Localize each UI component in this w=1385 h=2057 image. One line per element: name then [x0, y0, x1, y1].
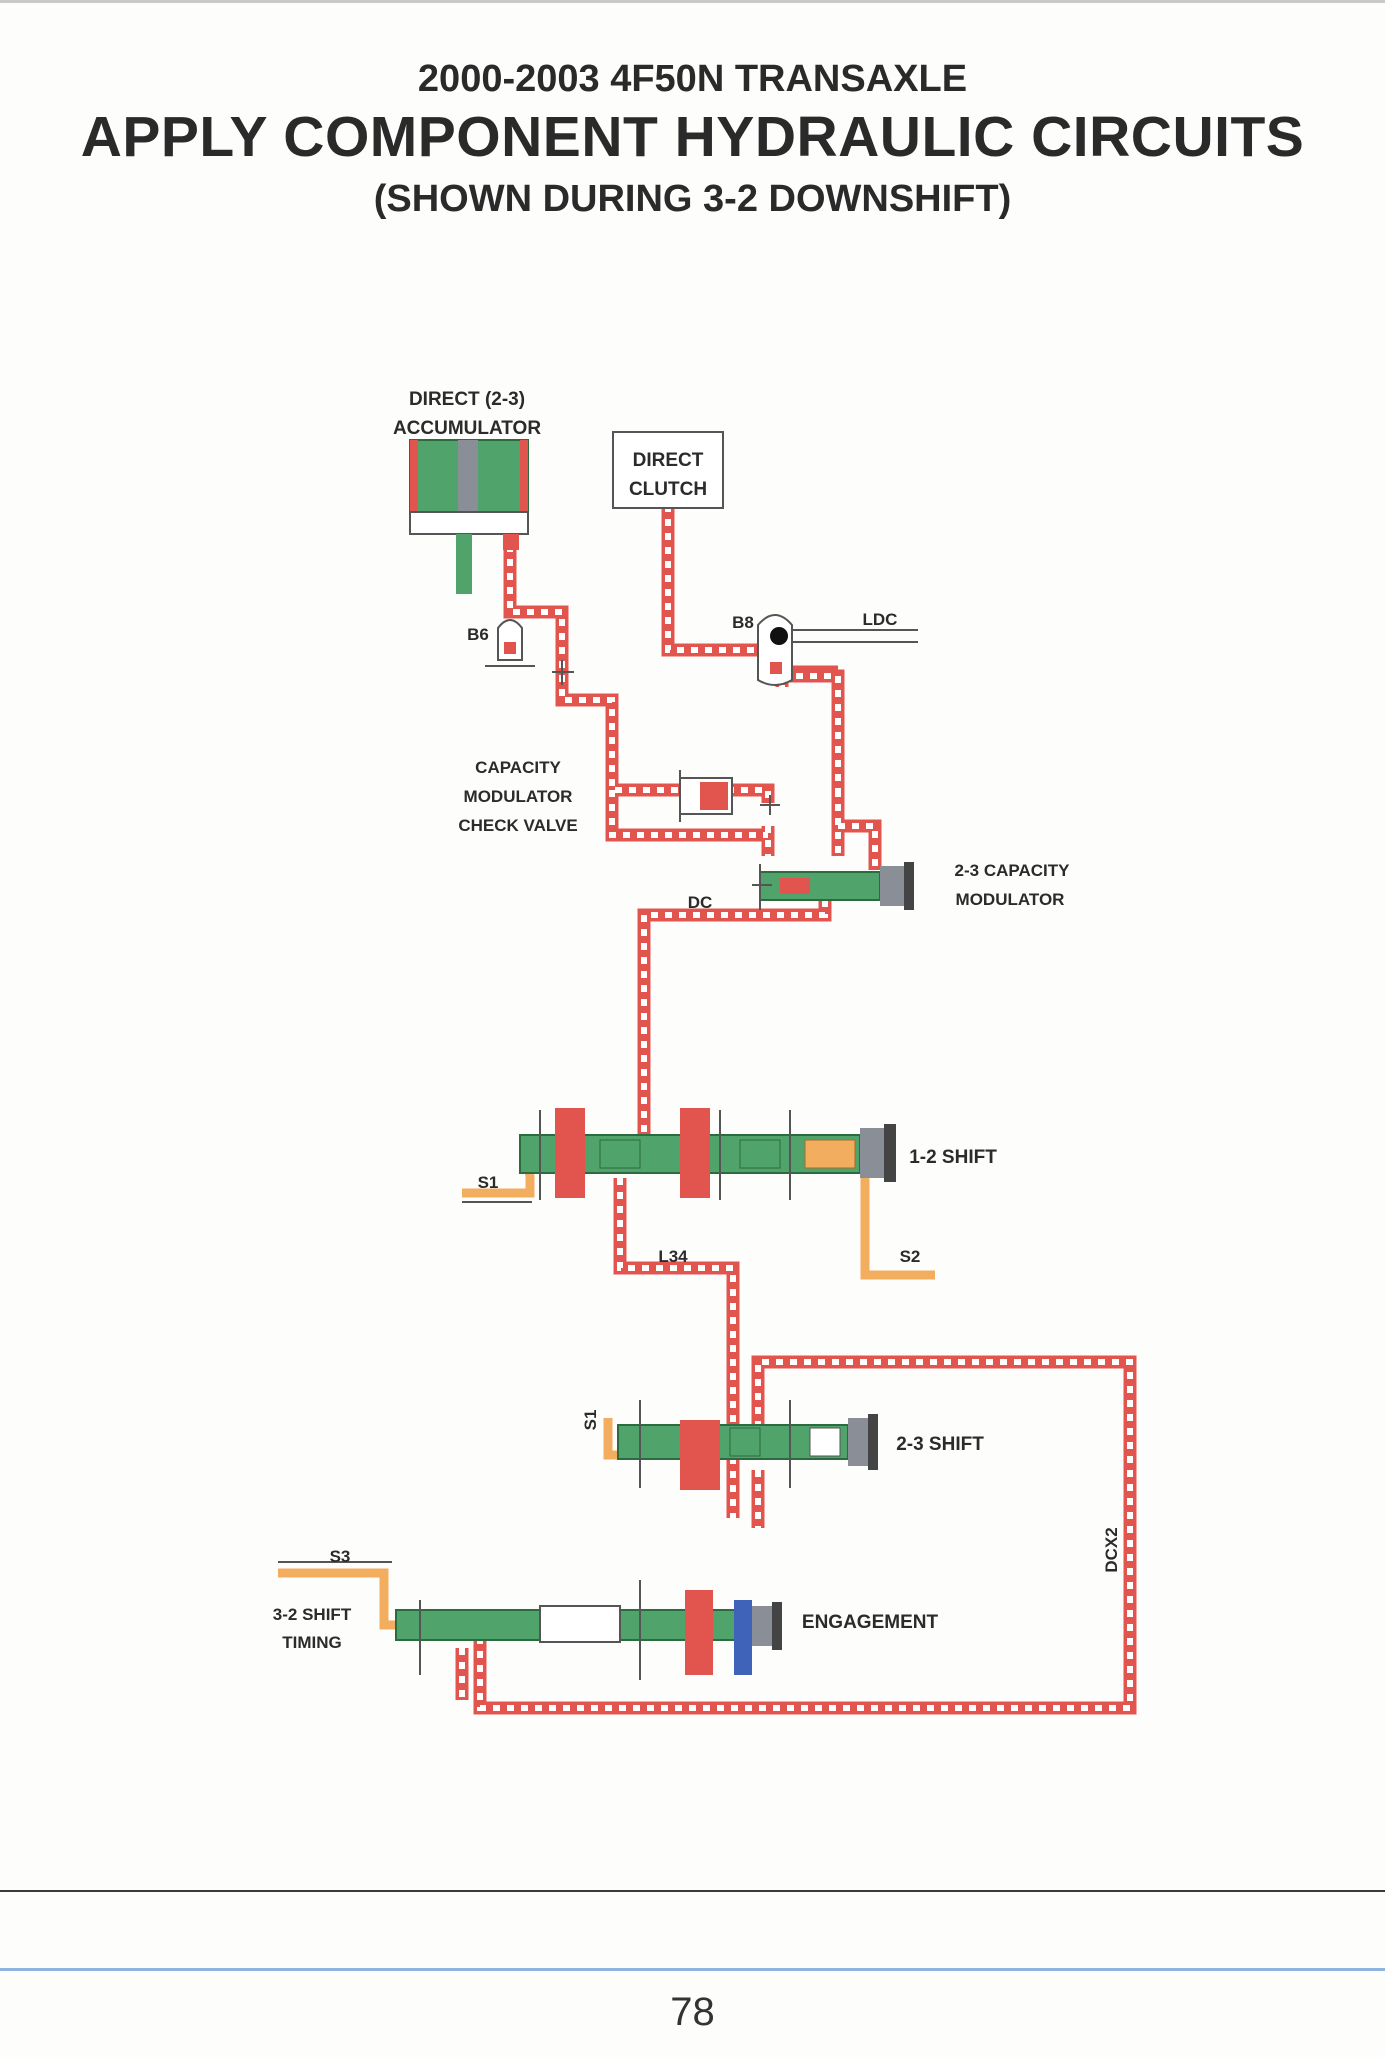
- shift-23-valve: [603, 1400, 878, 1490]
- hydraulic-circuit-diagram: DIRECT (2-3) ACCUMULATOR DIRECT CLUTCH B…: [273, 389, 1137, 1715]
- cap-mod-label-2: MODULATOR: [956, 890, 1065, 909]
- direct-clutch-label-1: DIRECT: [633, 450, 704, 471]
- direct-clutch-label-2: CLUTCH: [629, 479, 707, 500]
- s1-vertical-label: S1: [581, 1410, 600, 1431]
- passage-dcx2: [473, 1355, 1137, 1715]
- b6-label: B6: [467, 625, 489, 644]
- cap-check-label-1: CAPACITY: [475, 758, 561, 777]
- page-number: 78: [670, 1990, 715, 2034]
- b8-label: B8: [732, 613, 754, 632]
- direct-clutch-box: [612, 431, 724, 509]
- s2-label: S2: [900, 1247, 921, 1266]
- engagement-label: ENGAGEMENT: [802, 1612, 939, 1633]
- engagement-valve: [278, 1561, 782, 1680]
- accumulator-label-2: ACCUMULATOR: [393, 418, 541, 439]
- l34-label: L34: [658, 1247, 688, 1266]
- timing-label-1: 3-2 SHIFT: [273, 1605, 352, 1624]
- transaxle-title: 2000-2003 4F50N TRANSAXLE: [417, 58, 968, 100]
- footer-rule: [0, 1890, 1385, 1892]
- dcx2-label: DCX2: [1102, 1527, 1121, 1572]
- top-edge: [0, 0, 1385, 3]
- b6-check-ball: [485, 619, 574, 685]
- page-subtitle: (SHOWN DURING 3-2 DOWNSHIFT): [373, 178, 1012, 220]
- dc-label: DC: [688, 893, 713, 912]
- shift-12-label: 1-2 SHIFT: [909, 1147, 997, 1168]
- shift-23-label: 2-3 SHIFT: [896, 1434, 984, 1455]
- direct-accumulator: [409, 439, 529, 594]
- s3-label: S3: [330, 1547, 351, 1566]
- cap-check-label-2: MODULATOR: [464, 787, 573, 806]
- cap-check-label-3: CHECK VALVE: [458, 816, 577, 835]
- pressure-passages: [455, 505, 1137, 1715]
- footer-blue-rule: [0, 1968, 1385, 1971]
- cap-mod-label-1: 2-3 CAPACITY: [955, 861, 1071, 880]
- passage-dc: [637, 900, 832, 1140]
- ldc-label: LDC: [863, 610, 898, 629]
- capacity-modulator-check-valve: [679, 770, 780, 822]
- accumulator-label-1: DIRECT (2-3): [409, 389, 525, 410]
- b8-check-ball: [757, 614, 918, 686]
- shift-12-valve: [462, 1108, 935, 1280]
- capacity-modulator-valve: [752, 862, 914, 910]
- page-title: APPLY COMPONENT HYDRAULIC CIRCUITS: [80, 105, 1305, 169]
- passage-capmod-in: [838, 819, 882, 870]
- timing-label-2: TIMING: [282, 1633, 342, 1652]
- s1-label: S1: [478, 1173, 499, 1192]
